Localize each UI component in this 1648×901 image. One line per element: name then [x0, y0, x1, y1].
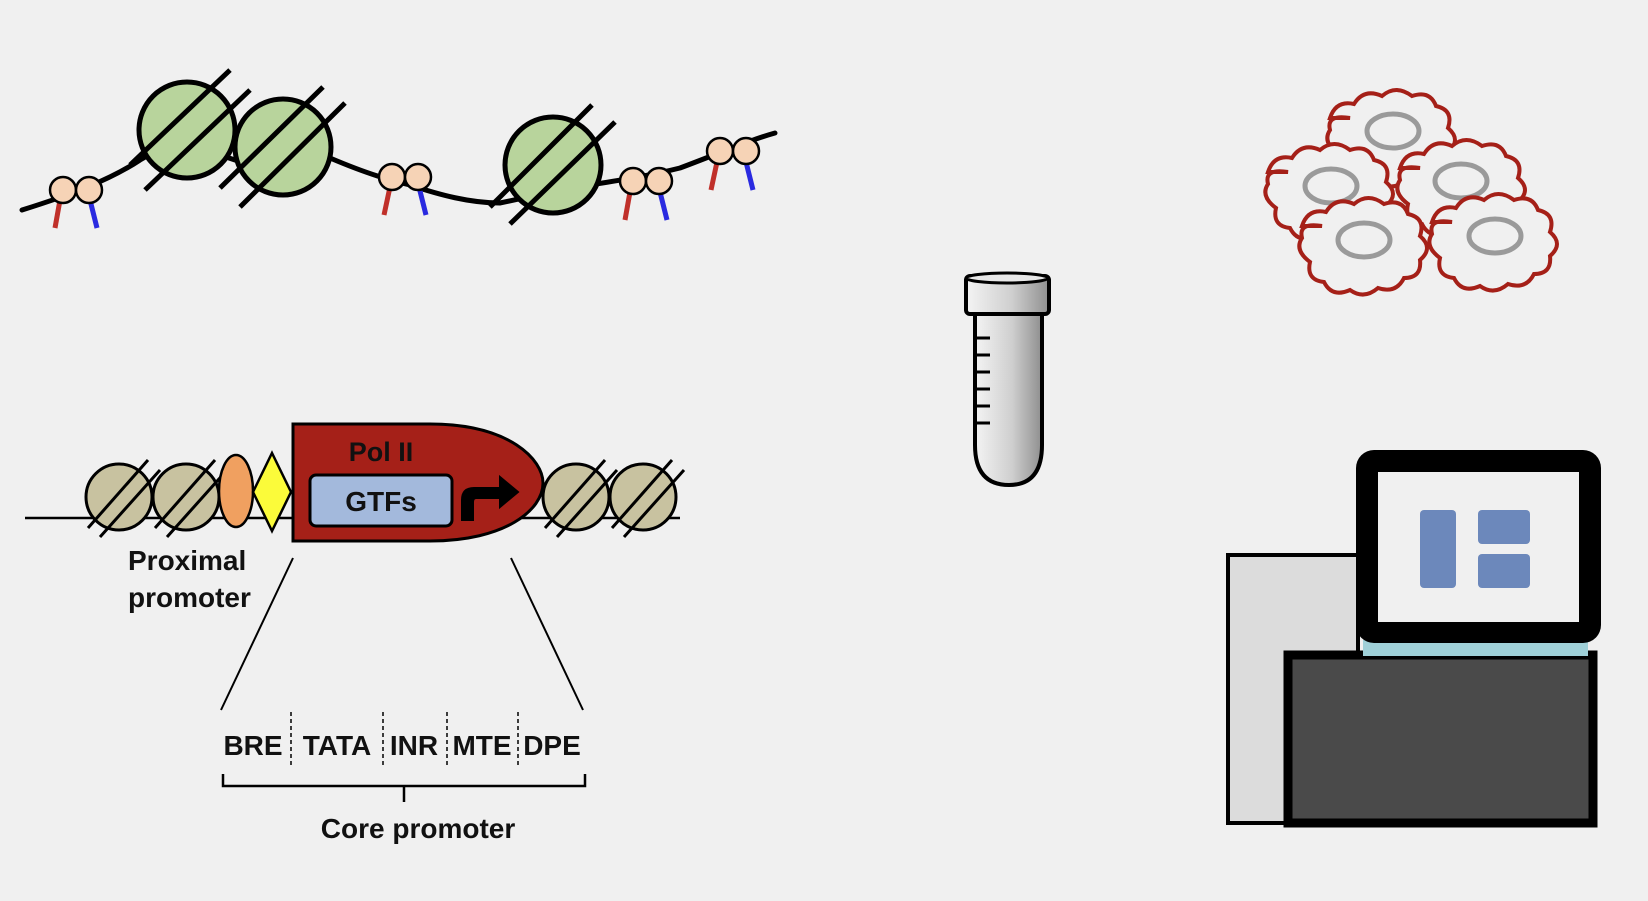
nucleosome-tan	[84, 459, 162, 539]
orange-factor	[217, 453, 255, 529]
gtfs-label: GTFs	[345, 486, 417, 517]
cell-cluster-icon	[1263, 88, 1559, 297]
zoom-line-left	[220, 557, 294, 711]
nucleosome-green	[128, 68, 252, 192]
pol2-label: Pol II	[349, 437, 414, 467]
core-element-dividers	[290, 712, 519, 768]
histone-tail-pair	[618, 166, 674, 221]
sequencer-base	[1283, 650, 1598, 828]
nucleosome-tan	[541, 459, 619, 539]
tss-arrow-icon	[461, 474, 520, 521]
chromatin-fiber-icon	[19, 68, 778, 229]
screen-block-bottom	[1478, 554, 1530, 588]
core-element-inr: INR	[390, 730, 438, 761]
gtfs-box	[308, 473, 454, 528]
promoter-diagram: Pol II GTFs Proximal promoter BRE TATA I…	[25, 422, 686, 844]
screen-block-tall	[1420, 510, 1456, 588]
sample-tube-icon	[964, 271, 1051, 488]
histone-tail-pair	[48, 175, 104, 229]
zoom-line-right	[510, 557, 584, 711]
monitor-screen	[1378, 472, 1579, 622]
sequencer-icon	[1226, 450, 1601, 828]
core-promoter-label: Core promoter	[321, 813, 516, 844]
tube-body	[973, 310, 1044, 488]
core-element-bre: BRE	[223, 730, 282, 761]
nucleosome-green	[488, 103, 617, 226]
core-promoter-brace	[221, 774, 587, 802]
screen-block-top	[1478, 510, 1530, 544]
nucleosome-tan	[608, 459, 686, 539]
proximal-promoter-label-line2: promoter	[128, 582, 251, 613]
proximal-promoter-label-line1: Proximal	[128, 545, 246, 576]
cell	[1297, 196, 1429, 297]
yellow-factor	[251, 450, 293, 534]
screen-edge	[1363, 640, 1588, 656]
core-element-dpe: DPE	[523, 730, 581, 761]
core-element-labels: BRE TATA INR MTE DPE	[223, 730, 580, 761]
core-element-tata: TATA	[303, 730, 371, 761]
nucleosome-green	[218, 85, 347, 209]
cell	[1427, 192, 1559, 293]
tube-graduations	[976, 336, 990, 425]
core-element-mte: MTE	[452, 730, 511, 761]
dna-strand	[19, 130, 778, 213]
histone-tail-pair	[705, 136, 761, 191]
nucleosome-tan	[151, 459, 229, 539]
histone-tail-pair	[377, 162, 433, 216]
